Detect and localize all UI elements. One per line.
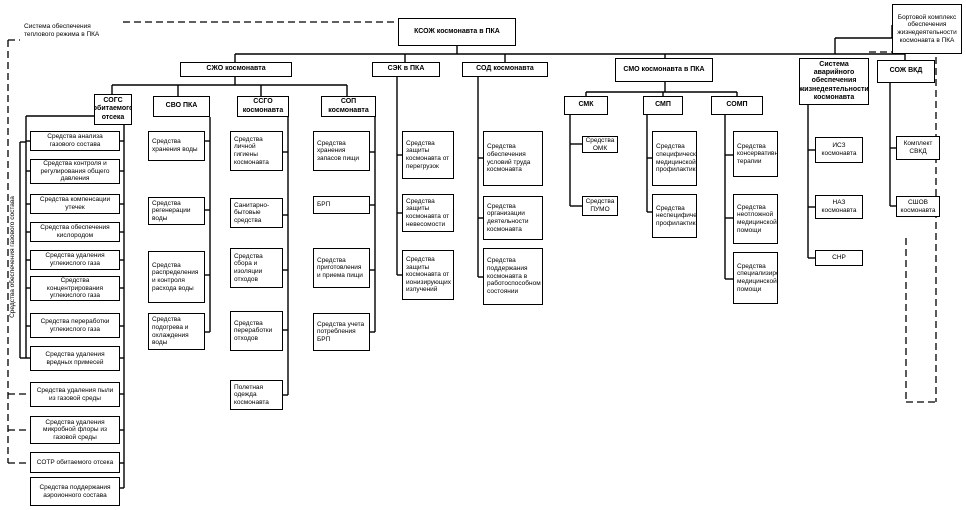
sop-item: Средства приготовления и приема пищи	[313, 248, 370, 288]
sogs-item: Средства удаления углекислого газа	[30, 250, 120, 270]
sod-item: Средства обеспечения условий труда космо…	[483, 131, 543, 186]
sek-item: Средства защиты космонавта от ионизирующ…	[402, 250, 454, 300]
ssgo-item: Средства переработки отходов	[230, 311, 283, 351]
sogs-item: Средства удаления микробной флоры из газ…	[30, 416, 120, 444]
smk-item: Средства ОМК	[582, 136, 618, 153]
sop-node: СОП космонавта	[321, 96, 376, 117]
ssgo-item: Средства личной гигиены космонавта	[230, 131, 283, 171]
emergency-item: НАЗ космонавта	[815, 195, 863, 219]
sogs-item: Средства компенсации утечек	[30, 194, 120, 214]
emergency-item: СНР	[815, 250, 863, 266]
sogs-item: Средства удаления пыли из газовой среды	[30, 382, 120, 407]
sogs-item: СОТР обитаемого отсека	[30, 452, 120, 473]
smo-node: СМО космонавта в ПКА	[615, 58, 713, 82]
sogs-item: Средства удаления вредных примесей	[30, 346, 120, 371]
smk-item: Средства ПУМО	[582, 196, 618, 216]
ssgo-node: ССГО космонавта	[237, 96, 289, 117]
emergency-item: ИСЗ космонавта	[815, 137, 863, 163]
svo-item: Средства распределения и контроля расход…	[148, 251, 205, 303]
sogs-node: СОГС обитаемого отсека	[94, 94, 132, 125]
sogs-item: Средства концентрирования углекислого га…	[30, 276, 120, 301]
szho-node: СЖО космонавта	[180, 62, 292, 77]
smp-item: Средства неспецифической профилактики	[652, 194, 697, 238]
vkd-item: Комплект СВКД	[896, 136, 940, 160]
sek-item: Средства защиты космонавта от невесомост…	[402, 194, 454, 232]
sozh-vkd-node: СОЖ ВКД	[877, 60, 935, 83]
somp-item: Средства неотложной медицинской помощи	[733, 194, 778, 244]
sogs-item: Средства анализа газового состава	[30, 131, 120, 151]
sod-item: Средства организации деятельности космон…	[483, 196, 543, 240]
smp-node: СМП	[643, 96, 683, 115]
ssgo-item: Санитарно-бытовые средства	[230, 198, 283, 228]
sogs-item: Средства обеспечения кислородом	[30, 222, 120, 242]
sek-item: Средства защиты космонавта от перегрузок	[402, 131, 454, 179]
sop-item: Средства хранения запасов пищи	[313, 131, 370, 171]
thermal-system-node: Система обеспечения теплового режима в П…	[24, 23, 100, 38]
smp-item: Средства специфической медицинской профи…	[652, 131, 697, 186]
sod-item: Средства поддержания космонавта в работо…	[483, 248, 543, 305]
gas-composition-label: Средства обеспечения газового состава	[9, 196, 16, 318]
vkd-item: СШОВ космонавта	[896, 196, 940, 217]
sogs-item: Средства переработки углекислого газа	[30, 313, 120, 338]
somp-item: Средства специализированной медицинской …	[733, 252, 778, 304]
svo-item: Средства хранения воды	[148, 131, 205, 161]
somp-item: Средства консервативной терапии	[733, 131, 778, 177]
emergency-system-node: Система аварийного обеспечения жизнедеят…	[799, 58, 869, 105]
ssgo-item: Полетная одежда космонавта	[230, 380, 283, 410]
ssgo-item: Средства сбора и изоляции отходов	[230, 248, 283, 288]
sek-node: СЭК в ПКА	[372, 62, 440, 77]
root-node: КСОЖ космонавта в ПКА	[398, 18, 516, 46]
onboard-complex-node: Бортовой комплекс обеспечения жизнедеяте…	[892, 4, 962, 54]
svo-item: Средства подогрева и охлаждения воды	[148, 313, 205, 350]
sogs-item: Средства контроля и регулирования общего…	[30, 159, 120, 184]
svo-node: СВО ПКА	[153, 96, 210, 117]
smk-node: СМК	[564, 96, 608, 115]
svo-item: Средства регенерации воды	[148, 197, 205, 225]
somp-node: СОМП	[711, 96, 763, 115]
sod-node: СОД космонавта	[462, 62, 548, 77]
sogs-item: Средства поддержания аэроионного состава	[30, 477, 120, 506]
sop-item: БРП	[313, 196, 370, 214]
sop-item: Средства учета потребления БРП	[313, 313, 370, 351]
